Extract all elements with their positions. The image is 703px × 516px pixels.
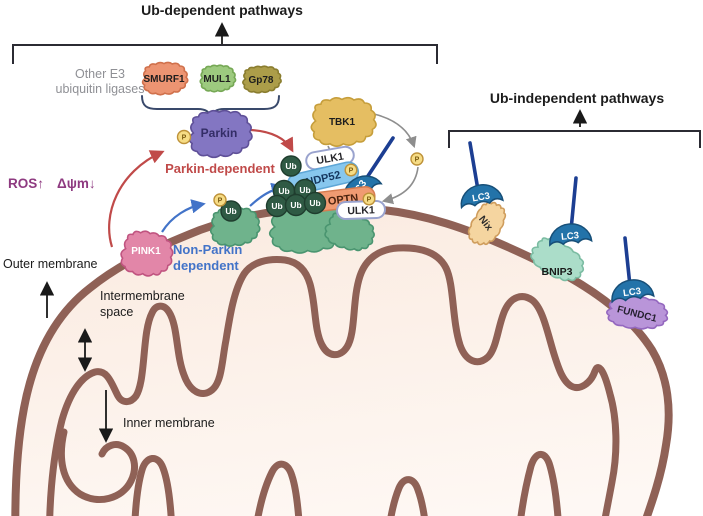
- lc3-stick-nix: [468, 141, 480, 192]
- ubiquitin-badge: Ub: [280, 155, 302, 177]
- svg-text:Ub: Ub: [290, 200, 301, 210]
- lc3-umbrella-bnip3: LC3: [547, 221, 593, 247]
- crista-finger-3: [387, 476, 428, 516]
- mul1-label: MUL1: [203, 74, 231, 85]
- ubiquitin-badge: Ub: [220, 200, 242, 222]
- bnip3-group: LC3 BNIP3: [525, 176, 593, 290]
- ub-dependent-bracket: [12, 44, 438, 64]
- phosphate-badges: P P P P P: [176, 129, 424, 207]
- tbk1-label: TBK1: [329, 117, 356, 128]
- arrow-parkin-to-ub: [249, 128, 294, 153]
- svg-text:P: P: [367, 197, 372, 204]
- crista-finger-1: [131, 455, 175, 516]
- lc3-stick-fundc1: [623, 236, 632, 288]
- svg-text:Ub: Ub: [271, 201, 282, 211]
- arrow-tbk1-to-free-phosphate: [373, 113, 417, 149]
- crista-pocket-left: [57, 428, 138, 504]
- phosphate-badge: P: [362, 192, 376, 206]
- ub-independent-title: Ub-independent pathways: [490, 90, 664, 106]
- gp78-label: Gp78: [248, 75, 273, 86]
- fundc1-group: LC3 FUNDC1: [604, 236, 671, 334]
- lc3-umbrella-nix: LC3: [457, 180, 504, 209]
- non-parkin-label-line2: dependent: [173, 258, 239, 273]
- svg-text:Ub: Ub: [309, 198, 320, 208]
- non-parkin-label-line1: Non-Parkin: [173, 242, 242, 257]
- lc3-stick-central: [362, 136, 395, 184]
- e3-ligases-group: Other E3 ubiquitin ligases SMURF1 MUL1 G…: [56, 62, 282, 120]
- lc3-nix-label: LC3: [471, 191, 491, 205]
- ub-dependent-title: Ub-dependent pathways: [141, 2, 303, 18]
- inner-membrane-main: [46, 244, 620, 516]
- pink1-label: PINK1: [131, 246, 161, 257]
- lc3-fundc1-label: LC3: [622, 286, 641, 299]
- phosphate-badge: P: [410, 152, 424, 166]
- ubiquitin-badge: Ub: [265, 194, 289, 218]
- parkin-label: Parkin: [201, 126, 238, 140]
- ulk1-top-label: ULK1: [316, 150, 345, 167]
- tbk1-group: TBK1: [310, 97, 377, 147]
- phosphate-badge: P: [176, 129, 192, 145]
- e3-caption-line2: ubiquitin ligases: [56, 82, 145, 96]
- parkin-group: Parkin: [188, 110, 253, 158]
- svg-text:Ub: Ub: [225, 206, 236, 216]
- ub-independent-section: Ub-independent pathways: [448, 90, 701, 148]
- outer-membrane-label: Outer membrane: [3, 257, 98, 271]
- nix-group: LC3 Nix: [457, 141, 512, 252]
- svg-text:P: P: [182, 135, 187, 142]
- ub-dependent-section: Ub-dependent pathways: [12, 2, 438, 64]
- delta-psi-label: Δψm↓: [57, 176, 96, 191]
- ros-label: ROS↑: [8, 176, 44, 191]
- ubiquitin-badges: Ub Ub Ub Ub Ub Ub Ub: [220, 155, 327, 222]
- ubiquitin-badge: Ub: [284, 193, 308, 217]
- ubiquitin-badge: Ub: [303, 191, 327, 215]
- intermembrane-label-line1: Intermembrane: [100, 289, 185, 303]
- phosphate-badge: P: [344, 163, 358, 177]
- pathway-arrows: [108, 113, 419, 248]
- arrow-pink1-to-parkin: [108, 150, 165, 248]
- lc3-stick-bnip3: [569, 176, 578, 232]
- svg-text:Ub: Ub: [299, 185, 310, 195]
- membrane-labels: Outer membrane Intermembrane space Inner…: [3, 257, 215, 443]
- smurf1-label: SMURF1: [143, 74, 185, 85]
- svg-text:P: P: [349, 168, 354, 175]
- lc3-bnip3-label: LC3: [561, 230, 580, 243]
- e3-caption-line1: Other E3: [75, 67, 125, 81]
- arrow-pink1-to-receptor: [161, 199, 206, 233]
- intermembrane-label-line2: space: [100, 305, 133, 319]
- ulk1-bottom-pill: ULK1: [336, 199, 386, 221]
- svg-text:P: P: [415, 157, 420, 164]
- phosphate-badge: P: [213, 193, 227, 207]
- inner-membrane-label: Inner membrane: [123, 416, 215, 430]
- lc3-umbrella-fundc1: LC3: [608, 276, 655, 304]
- arrow-free-phosphate-to-ulk1: [381, 166, 419, 205]
- pink1-group: PINK1: [117, 226, 178, 282]
- svg-text:P: P: [218, 198, 223, 205]
- crista-finger-4: [517, 450, 562, 516]
- svg-text:Ub: Ub: [285, 161, 296, 171]
- svg-text:Ub: Ub: [278, 186, 289, 196]
- inner-membrane: [46, 244, 620, 516]
- bnip3-label: BNIP3: [542, 266, 573, 278]
- ulk1-bottom-label: ULK1: [347, 204, 375, 217]
- ub-independent-bracket: [448, 130, 701, 148]
- parkin-dependent-label: Parkin-dependent: [165, 161, 275, 176]
